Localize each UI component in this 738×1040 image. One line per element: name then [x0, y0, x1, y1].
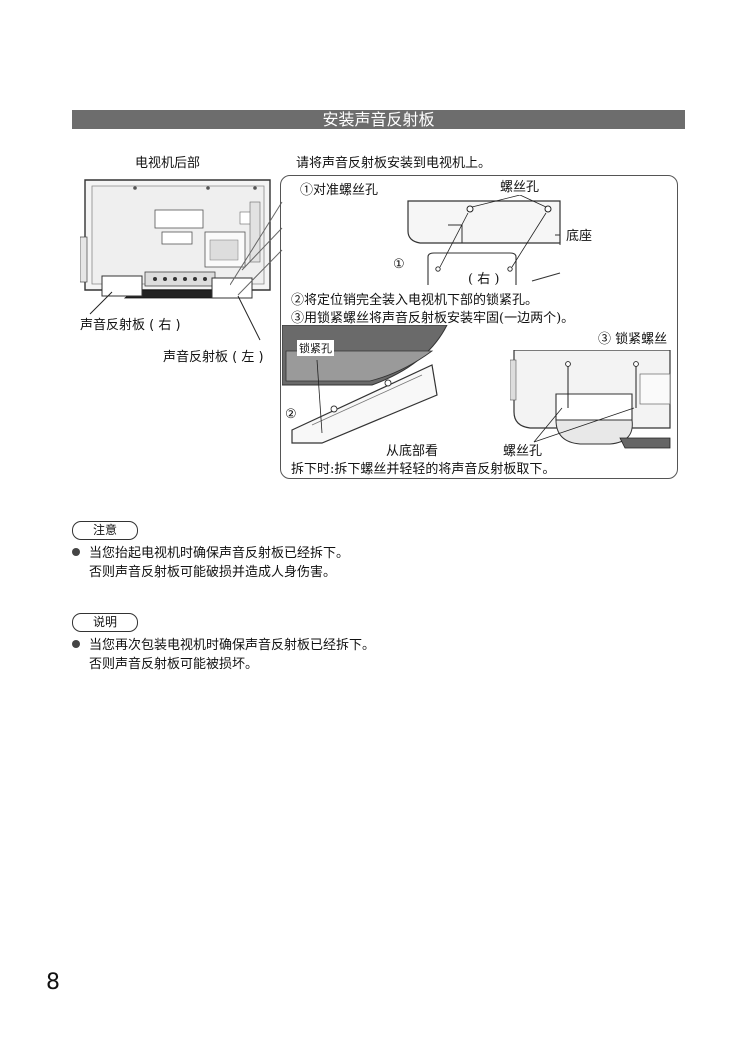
tv-back-illustration	[80, 179, 271, 341]
tv-back-label: 电视机后部	[135, 156, 201, 171]
bullet-icon	[72, 548, 80, 556]
screw-install-illustration	[510, 350, 671, 449]
removal-note: 拆下时:拆下螺丝并轻轻的将声音反射板取下。	[291, 462, 556, 477]
section-title-bar: 安装声音反射板	[72, 110, 685, 129]
screw-hole-label: 螺丝孔	[500, 180, 540, 195]
note-line-2: 否则声音反射板可能被损坏。	[89, 657, 259, 672]
reflector-left-label: 声音反射板 ( 左 )	[163, 350, 264, 365]
right-side-label: ( 右 )	[468, 272, 500, 287]
bullet-icon	[72, 640, 80, 648]
step3-screw-label: ③ 锁紧螺丝	[598, 332, 668, 347]
caution-line-2: 否则声音反射板可能破损并造成人身伤害。	[89, 565, 337, 580]
note-title: 说明	[72, 613, 139, 632]
screw-hole-label-2: 螺丝孔	[503, 444, 543, 459]
reflector-right-label: 声音反射板 ( 右 )	[80, 318, 181, 333]
circle-one-label: ①	[393, 257, 405, 272]
from-bottom-label: 从底部看	[386, 444, 439, 459]
step2-text: ②将定位销完全装入电视机下部的锁紧孔。	[291, 293, 539, 308]
caution-title: 注意	[72, 521, 139, 540]
step1-illustration	[407, 195, 561, 285]
step3-text: ③用锁紧螺丝将声音反射板安装牢固(一边两个)。	[291, 311, 575, 326]
section-title: 安装声音反射板	[322, 110, 435, 129]
page-number: 8	[46, 970, 60, 995]
locking-hole-label: 锁紧孔	[297, 340, 334, 356]
callout-box	[280, 175, 678, 479]
step1-align-label: ①对准螺丝孔	[300, 183, 379, 198]
note-line-1: 当您再次包装电视机时确保声音反射板已经拆下。	[72, 636, 375, 655]
callout-instruction: 请将声音反射板安装到电视机上。	[296, 156, 492, 171]
caution-line-1: 当您抬起电视机时确保声音反射板已经拆下。	[72, 544, 349, 563]
zoom-connector-lines	[230, 201, 283, 296]
circle-two-label: ②	[285, 407, 297, 422]
base-label: 底座	[566, 229, 593, 244]
